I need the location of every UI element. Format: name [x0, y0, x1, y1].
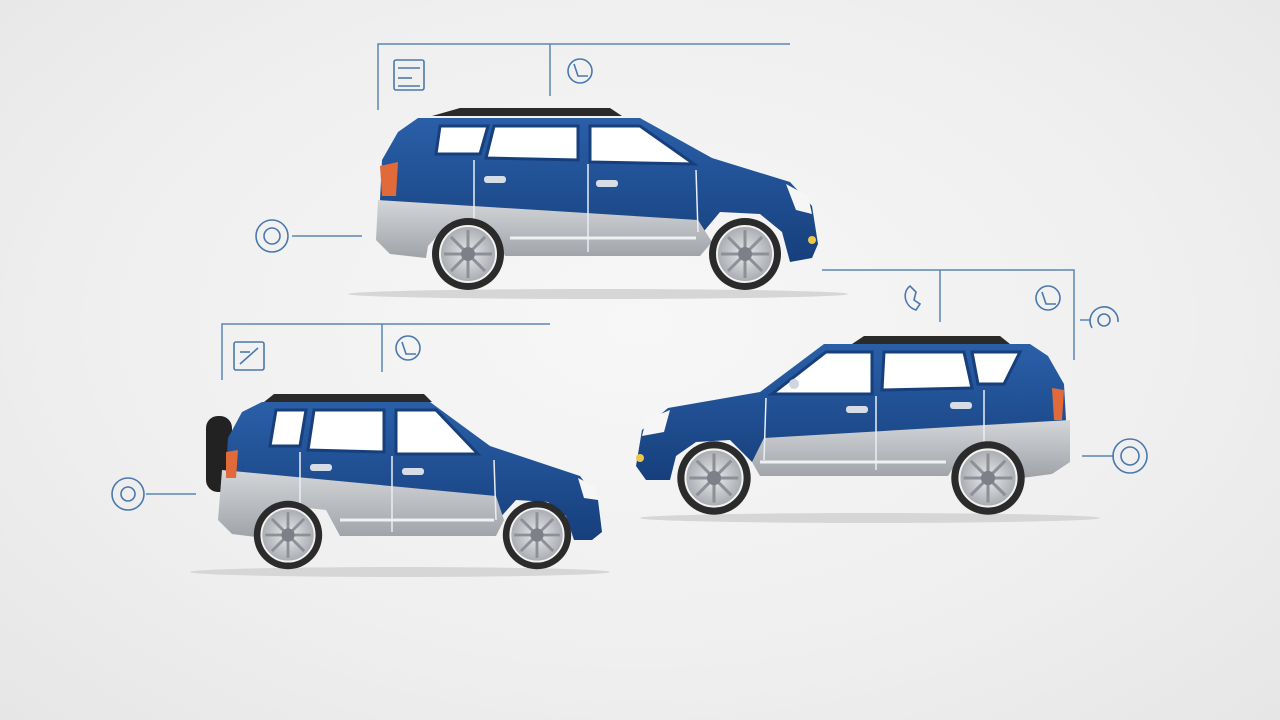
suv-compact-with-spare-tire — [190, 394, 610, 577]
phone-icon — [904, 284, 922, 311]
door-icon — [233, 341, 265, 371]
seat-icon — [1035, 285, 1061, 311]
suv-long-facing-right — [348, 108, 848, 299]
seat-icon — [567, 58, 593, 84]
wheel-icon — [1089, 306, 1119, 329]
wheel-icon — [111, 477, 145, 511]
suv-facing-left — [636, 336, 1100, 523]
annotations — [146, 43, 1114, 495]
seat-icon — [395, 335, 421, 361]
wheel-icon — [255, 219, 289, 253]
door-panel-icon — [393, 59, 425, 91]
wheel-icon — [1112, 438, 1148, 474]
